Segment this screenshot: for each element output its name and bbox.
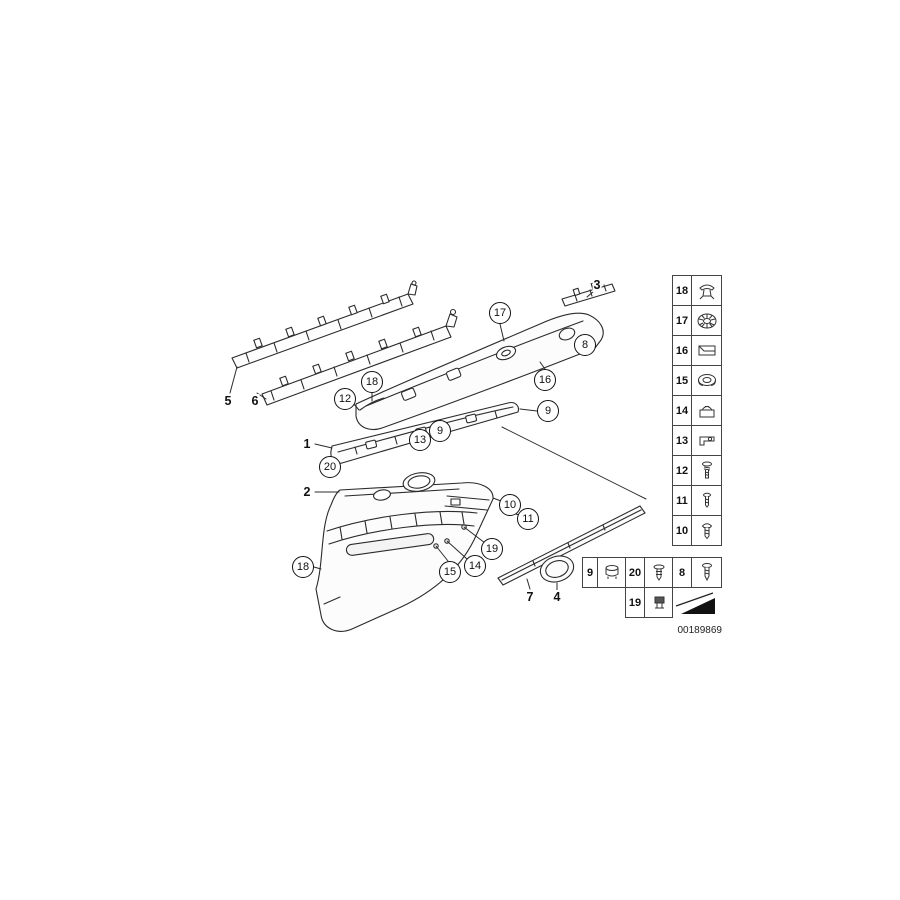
legend-number: 14 <box>673 396 692 425</box>
part-4-round-cover[interactable] <box>537 552 577 586</box>
legend-number: 9 <box>583 558 598 587</box>
part-7-lower-strip[interactable] <box>497 505 646 586</box>
callout-15[interactable]: 15 <box>439 561 461 583</box>
part-label-7[interactable]: 7 <box>525 590 535 604</box>
plug-icon <box>598 558 625 587</box>
callout-18[interactable]: 18 <box>361 371 383 393</box>
callout-10[interactable]: 10 <box>499 494 521 516</box>
legend-item-11[interactable]: 11 <box>672 485 722 516</box>
legend-number: 11 <box>673 486 692 515</box>
speed-nut-icon <box>692 426 721 455</box>
callout-13[interactable]: 13 <box>409 429 431 451</box>
expansion-rivet-icon <box>692 276 721 305</box>
legend-number: 17 <box>673 306 692 335</box>
direction-arrow-icon <box>675 592 715 614</box>
legend-number: 10 <box>673 516 692 545</box>
legend-number: 18 <box>673 276 692 305</box>
spring-clip-icon <box>692 336 721 365</box>
legend-item-14[interactable]: 14 <box>672 395 722 426</box>
legend-item-18[interactable]: 18 <box>672 275 722 306</box>
legend-number: 15 <box>673 366 692 395</box>
part-2-lateral-trim-panel[interactable] <box>315 470 494 632</box>
legend-number: 20 <box>626 558 645 587</box>
part-label-1[interactable]: 1 <box>302 437 312 451</box>
part-6-mount-rail[interactable] <box>261 308 458 406</box>
legend-item-8[interactable]: 8 <box>672 557 722 588</box>
part-label-4[interactable]: 4 <box>552 590 562 604</box>
callout-18[interactable]: 18 <box>292 556 314 578</box>
legend-number: 16 <box>673 336 692 365</box>
legend-number: 8 <box>673 558 692 587</box>
callout-12[interactable]: 12 <box>334 388 356 410</box>
callout-16[interactable]: 16 <box>534 369 556 391</box>
tapping-screw-icon <box>692 558 721 587</box>
legend-item-9[interactable]: 9 <box>582 557 626 588</box>
callout-20[interactable]: 20 <box>319 456 341 478</box>
legend-item-17[interactable]: 17 <box>672 305 722 336</box>
legend-item-12[interactable]: 12 <box>672 455 722 486</box>
pan-head-screw-icon <box>692 516 721 545</box>
callout-8[interactable]: 8 <box>574 334 596 356</box>
legend-item-16[interactable]: 16 <box>672 335 722 366</box>
snap-clip-icon <box>692 396 721 425</box>
legend-item-10[interactable]: 10 <box>672 515 722 546</box>
legend-item-13[interactable]: 13 <box>672 425 722 456</box>
callout-9[interactable]: 9 <box>537 400 559 422</box>
part-label-6[interactable]: 6 <box>250 394 260 408</box>
screw-with-washer-icon <box>692 456 721 485</box>
rivet-icon <box>645 558 672 587</box>
part-5-mount-rail[interactable] <box>231 280 418 369</box>
callout-19[interactable]: 19 <box>481 538 503 560</box>
part-17-upper-trim-panel[interactable] <box>355 312 604 431</box>
fastener-legend-column: 18 17 16 <box>672 275 722 546</box>
callout-17[interactable]: 17 <box>489 302 511 324</box>
legend-item-19[interactable]: 19 <box>625 587 673 618</box>
direction-arrow-box <box>672 589 722 619</box>
part-label-2[interactable]: 2 <box>302 485 312 499</box>
part-label-5[interactable]: 5 <box>223 394 233 408</box>
lock-washer-icon <box>692 306 721 335</box>
small-screw-icon <box>692 486 721 515</box>
grommet-icon <box>692 366 721 395</box>
image-number: 00189869 <box>677 625 723 636</box>
part-label-3[interactable]: 3 <box>592 278 602 292</box>
cable-clip-icon <box>645 588 672 617</box>
callout-14[interactable]: 14 <box>464 555 486 577</box>
legend-item-20[interactable]: 20 <box>625 557 673 588</box>
legend-number: 13 <box>673 426 692 455</box>
part-3-bracket[interactable] <box>561 281 616 307</box>
legend-item-15[interactable]: 15 <box>672 365 722 396</box>
callout-11[interactable]: 11 <box>517 508 539 530</box>
legend-number: 12 <box>673 456 692 485</box>
callout-9[interactable]: 9 <box>429 420 451 442</box>
legend-number: 19 <box>626 588 645 617</box>
